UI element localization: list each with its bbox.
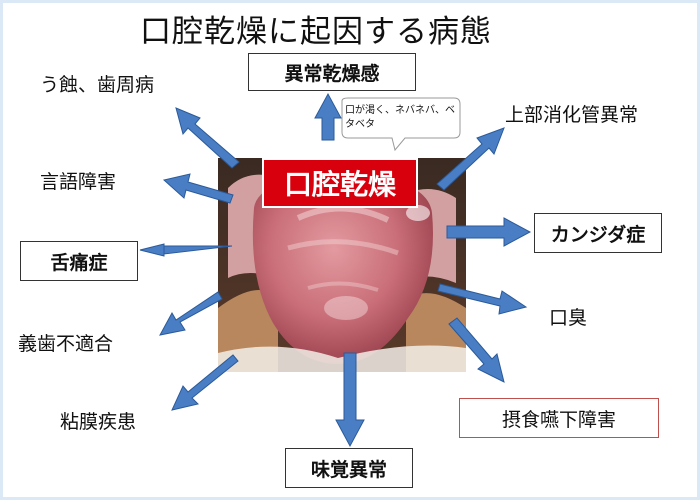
arrow-to-dysphagia xyxy=(448,317,505,383)
box-dryness-sensation: 異常乾燥感 xyxy=(248,53,416,91)
label-denture-incompatibility: 義歯不適合 xyxy=(18,333,114,355)
box-dysphagia-label: 摂食嚥下障害 xyxy=(501,408,616,431)
box-taste-disorder: 味覚異常 xyxy=(285,448,413,488)
arrow-to-halitosis xyxy=(437,283,528,315)
label-upper-gi: 上部消化管異常 xyxy=(505,104,639,126)
box-taste-disorder-label: 味覚異常 xyxy=(310,458,387,481)
label-mucosal-disease: 粘膜疾患 xyxy=(60,411,137,433)
box-dysphagia: 摂食嚥下障害 xyxy=(459,398,659,438)
slide-title: 口腔乾燥に起因する病態 xyxy=(140,14,492,50)
box-glossodynia-label: 舌痛症 xyxy=(50,251,108,274)
label-speech-disorder: 言語障害 xyxy=(40,171,117,193)
arrow-to-upper-gi xyxy=(436,127,505,191)
arrow-to-candidiasis xyxy=(446,217,532,247)
box-candidiasis-label: カンジダ症 xyxy=(550,223,646,246)
box-dryness-sensation-label: 異常乾燥感 xyxy=(284,62,380,85)
label-caries-periodontal: う蝕、歯周病 xyxy=(40,74,155,96)
label-halitosis: 口臭 xyxy=(549,307,588,329)
arrow-to-mucosal xyxy=(171,354,239,411)
arrow-to-glossodynia xyxy=(139,243,233,257)
arrow-to-speech xyxy=(162,173,234,204)
callout-text: 口が渇く、ネバネバ、ベタベタ xyxy=(345,105,455,130)
arrow-to-denture xyxy=(159,291,223,336)
box-candidiasis: カンジダ症 xyxy=(534,213,662,253)
arrow-to-dryness-sensation xyxy=(314,92,342,141)
box-glossodynia: 舌痛症 xyxy=(20,241,138,281)
arrow-to-caries xyxy=(175,107,240,169)
center-label-dry-mouth: 口腔乾燥 xyxy=(262,158,418,208)
arrow-to-taste xyxy=(335,352,365,448)
